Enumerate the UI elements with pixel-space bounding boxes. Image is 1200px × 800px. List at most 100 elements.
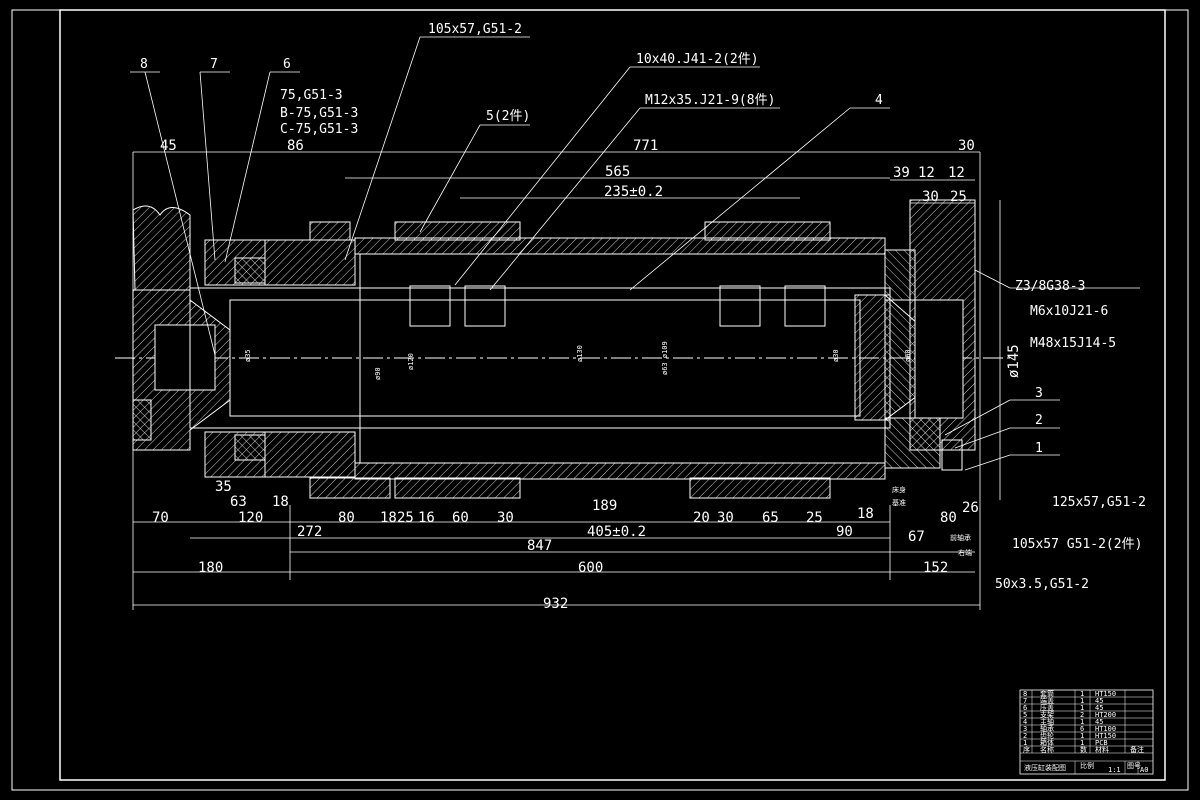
tb-row-2-name: 压盖 bbox=[1040, 703, 1054, 712]
dim-30a: 30 bbox=[497, 510, 514, 526]
rear-flange-top bbox=[884, 249, 916, 301]
support-bottom-2 bbox=[394, 477, 521, 499]
cylinder-section bbox=[115, 199, 1010, 499]
tb-row-5-qty: 6 bbox=[1080, 725, 1084, 733]
dim-18b: 18 bbox=[380, 510, 397, 526]
dim-70: 70 bbox=[152, 510, 169, 526]
dim-145: ø145 bbox=[1006, 344, 1022, 378]
tb-header-1: 名称 bbox=[1040, 745, 1054, 754]
tb-drawing-name: 液压缸装配图 bbox=[1024, 763, 1066, 772]
tb-row-4-qty: 1 bbox=[1080, 718, 1084, 726]
note-4: 右端 bbox=[958, 548, 972, 557]
note-1: 床身 bbox=[892, 485, 906, 494]
barrel-bottom bbox=[354, 462, 886, 480]
tb-row-6-mat: HT150 bbox=[1095, 732, 1116, 740]
dim-12a: 12 bbox=[918, 165, 935, 181]
note-2: 基准 bbox=[892, 498, 906, 507]
callout-125x57: 125x57,G51-2 bbox=[1052, 495, 1146, 510]
tb-row-2-no: 6 bbox=[1023, 704, 1027, 712]
bolt-2 bbox=[464, 285, 506, 327]
dim-30b: 30 bbox=[717, 510, 734, 526]
dim-63: 63 bbox=[230, 494, 247, 510]
tb-header-0: 序 bbox=[1023, 745, 1030, 754]
tb-row-5-name: 轴承 bbox=[1040, 724, 1054, 733]
rear-flange-bottom bbox=[884, 417, 941, 469]
callout-m6x10: M6x10J21-6 bbox=[1030, 304, 1108, 319]
tb-scale-label: 比例 bbox=[1080, 761, 1094, 770]
left-plug-bore bbox=[154, 324, 216, 391]
tb-row-4-mat: 45 bbox=[1095, 718, 1103, 726]
tb-row-1-mat: 45 bbox=[1095, 697, 1103, 705]
part-label-1: 1 bbox=[1035, 441, 1043, 456]
dim-600: 600 bbox=[578, 560, 603, 576]
callout-b75: B-75,G51-3 bbox=[280, 106, 358, 121]
tb-row-5-no: 3 bbox=[1023, 725, 1027, 733]
tb-row-4-no: 4 bbox=[1023, 718, 1027, 726]
dim-189: 189 bbox=[592, 498, 617, 514]
left-thread bbox=[132, 399, 152, 441]
dim-18: 18 bbox=[272, 494, 289, 510]
callout-105x57-2: 105x57 G51-2(2件) bbox=[1012, 537, 1142, 552]
dim-16: 16 bbox=[418, 510, 435, 526]
rear-port bbox=[941, 439, 963, 471]
dim-86: 86 bbox=[287, 138, 304, 154]
barrel-top bbox=[354, 237, 886, 255]
part-label-2: 2 bbox=[1035, 413, 1043, 428]
support-top-2 bbox=[704, 221, 831, 241]
dim-67: 67 bbox=[908, 529, 925, 545]
dim-272: 272 bbox=[297, 524, 322, 540]
dim-25a: 25 bbox=[397, 510, 414, 526]
seal-bottom bbox=[234, 434, 266, 461]
bolt-4 bbox=[784, 285, 826, 327]
tb-row-5-mat: HT100 bbox=[1095, 725, 1116, 733]
tb-header-2: 数 bbox=[1080, 745, 1087, 754]
dim-18c: 18 bbox=[857, 506, 874, 522]
dim-405: 405±0.2 bbox=[587, 524, 646, 540]
tb-row-1-no: 7 bbox=[1023, 697, 1027, 705]
tb-row-7-no: 1 bbox=[1023, 739, 1027, 747]
part-label-5: 5(2件) bbox=[486, 109, 530, 124]
dim-60: 60 bbox=[452, 510, 469, 526]
inner-frame bbox=[59, 9, 1166, 781]
tb-sheet-label: 图号 bbox=[1127, 762, 1141, 770]
callout-m48x15: M48x15J14-5 bbox=[1030, 336, 1116, 351]
callout-75: 75,G51-3 bbox=[280, 88, 343, 103]
front-head-top bbox=[264, 239, 356, 286]
dim-932: 932 bbox=[543, 596, 568, 612]
dim-152: 152 bbox=[923, 560, 948, 576]
dim-12b: 12 bbox=[948, 165, 965, 181]
tb-row-0-name: 套筒 bbox=[1040, 689, 1054, 698]
part-label-3: 3 bbox=[1035, 386, 1043, 401]
seal-top bbox=[234, 257, 266, 284]
tb-row-6-no: 2 bbox=[1023, 732, 1027, 740]
bolt-3 bbox=[719, 285, 761, 327]
tb-row-0-qty: 1 bbox=[1080, 690, 1084, 698]
tb-sheet-value: A0 bbox=[1140, 766, 1148, 774]
dim-65: 65 bbox=[762, 510, 779, 526]
dim-26: 26 bbox=[962, 500, 979, 516]
dim-80: 80 bbox=[338, 510, 355, 526]
dim-565: 565 bbox=[605, 164, 630, 180]
dim-30b: 30 bbox=[922, 189, 939, 205]
part-label-6: 6 bbox=[283, 57, 291, 72]
dim-25b: 25 bbox=[806, 510, 823, 526]
callout-50x3-5: 50x3.5,G51-2 bbox=[995, 577, 1089, 592]
front-head-bottom bbox=[264, 431, 356, 478]
leader-lines bbox=[130, 36, 1140, 471]
dia-30: ø30 bbox=[832, 349, 840, 362]
left-housing-top bbox=[132, 205, 191, 291]
tb-row-1-name: 端盖 bbox=[1040, 696, 1054, 705]
dia-130: ø130 bbox=[576, 345, 584, 362]
tb-row-2-qty: 1 bbox=[1080, 704, 1084, 712]
tb-row-0-mat: HT150 bbox=[1095, 690, 1116, 698]
dim-771: 771 bbox=[633, 138, 658, 154]
dim-847: 847 bbox=[527, 538, 552, 554]
front-flange-top bbox=[309, 221, 351, 241]
dia-90: ø90 bbox=[374, 367, 382, 380]
dim-25: 25 bbox=[950, 189, 967, 205]
dia-60: ø60 bbox=[904, 349, 912, 362]
tb-scale-value: 1:1 bbox=[1108, 766, 1121, 774]
dim-80b: 80 bbox=[940, 510, 957, 526]
tb-header-4: 备注 bbox=[1130, 745, 1144, 754]
